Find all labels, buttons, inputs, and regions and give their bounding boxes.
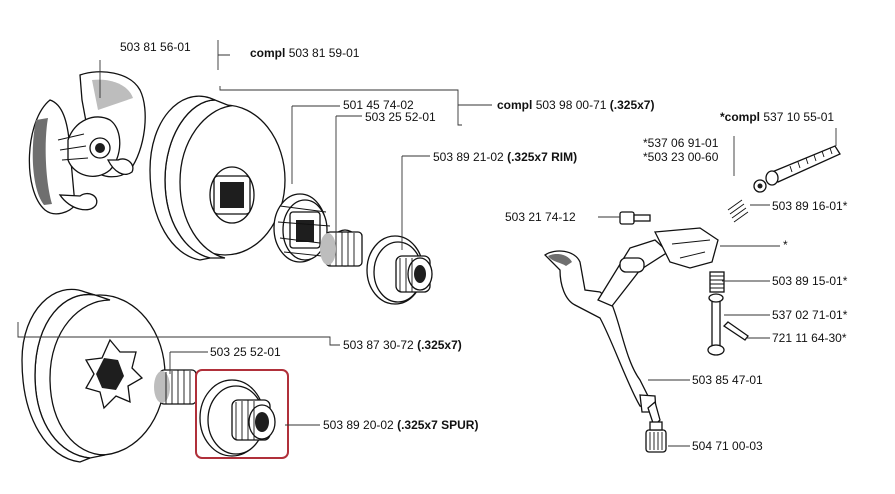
label-clutch: 503 81 56-01 <box>120 40 191 54</box>
pump-spring-top <box>727 199 749 223</box>
oil-filter <box>645 421 667 453</box>
pump-plunger <box>753 145 841 193</box>
label-oil-e: 537 02 71-01* <box>772 308 848 322</box>
rim-drum <box>149 95 286 261</box>
label-oil-screw: 503 21 74-12 <box>505 210 576 224</box>
label-oil-filter: 504 71 00-03 <box>692 439 763 453</box>
label-oil-compl: *compl 537 10 55-01 <box>720 110 835 124</box>
label-spur-sprocket: 503 89 20-02 (.325x7 SPUR) <box>323 418 479 432</box>
label-spur-bearing: 503 25 52-01 <box>210 345 281 359</box>
label-rim-compl: compl 503 98 00-71 (.325x7) <box>497 98 655 112</box>
label-clutch-compl: compl 503 81 59-01 <box>250 46 360 60</box>
highlight-box <box>195 369 289 459</box>
pump-pin <box>707 293 725 356</box>
rim-sprocket <box>273 193 331 263</box>
label-oil-hose: 503 85 47-01 <box>692 373 763 387</box>
spur-needle-bearing <box>154 369 197 405</box>
label-rim-a: 501 45 74-02 <box>343 98 414 112</box>
label-spur-drum: 503 87 30-72 (.325x7) <box>343 338 462 352</box>
label-oil-f: 721 11 64-30* <box>772 331 847 345</box>
spur-drum <box>21 288 166 463</box>
rim-bushing <box>366 235 433 305</box>
label-oil-b: *503 23 00-60 <box>643 150 719 164</box>
rim-needle-bearing <box>320 229 363 267</box>
clutch-assembly <box>28 71 146 215</box>
label-oil-d: 503 89 15-01* <box>772 274 848 288</box>
label-rim-b: 503 25 52-01 <box>365 110 436 124</box>
label-oil-a: *537 06 91-01 <box>643 136 719 150</box>
label-rim-drum: 503 89 21-02 (.325x7 RIM) <box>433 150 578 164</box>
oil-pump-assembly <box>543 227 719 428</box>
pump-spring-lower <box>709 271 725 293</box>
leader-lines <box>17 40 837 447</box>
pump-screw <box>619 211 651 225</box>
pump-small-pin <box>722 321 749 341</box>
label-oil-c: 503 89 16-01* <box>772 199 848 213</box>
label-oil-star: * <box>783 238 788 252</box>
spur-bushing <box>199 379 276 457</box>
